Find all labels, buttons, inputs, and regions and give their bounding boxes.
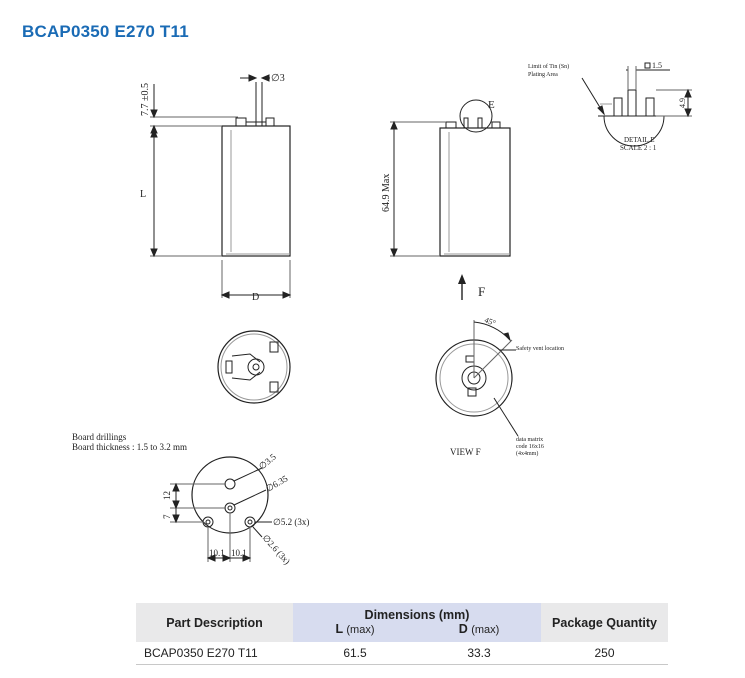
board-dim-101b: 10.1 — [231, 548, 247, 558]
arrow-view-label: F — [478, 284, 485, 299]
table-row: BCAP0350 E270 T11 61.5 33.3 250 — [136, 642, 668, 665]
detail-dim-width: 1.5 — [652, 61, 662, 70]
matrix-line1: data matrix — [516, 437, 543, 443]
board-dim-7: 7 — [162, 514, 172, 519]
board-dim-635: ∅6.35 — [264, 473, 290, 494]
matrix-line3: (4x4mm) — [516, 450, 538, 457]
side-view-right — [390, 99, 511, 300]
board-dim-52: ∅5.2 (3x) — [273, 517, 309, 527]
board-line1: Board drillings — [72, 432, 127, 442]
cell-part: BCAP0350 E270 T11 — [136, 642, 293, 665]
dimensions-table: Part Description Dimensions (mm) Package… — [136, 603, 668, 665]
col-d-unit: (max) — [471, 624, 500, 636]
detail-caption-line2: SCALE 2 : 1 — [620, 144, 657, 152]
top-view-left — [217, 330, 291, 404]
detail-e — [581, 62, 692, 147]
col-part-description: Part Description — [136, 603, 293, 642]
board-dim-26: ∅2.6 (3x) — [261, 533, 293, 567]
cell-d: 33.3 — [417, 642, 541, 665]
matrix-line2: code 16x16 — [516, 444, 544, 450]
side-view-left — [150, 74, 292, 299]
col-dimensions: Dimensions (mm) — [293, 603, 541, 622]
col-d-label: D — [458, 622, 468, 636]
dim-length: L — [140, 189, 146, 200]
dim-diameter: D — [252, 292, 259, 303]
board-dim-101a: 10.1 — [209, 548, 225, 558]
col-l-unit: (max) — [346, 624, 375, 636]
col-d: D (max) — [417, 622, 541, 642]
view-f-caption: VIEW F — [450, 447, 481, 457]
col-l-label: L — [335, 622, 343, 636]
technical-drawing: 7.7 ±0.5 ∅3 L D 64.9 Max E F Limit of Ti… — [72, 61, 692, 567]
cell-qty: 250 — [541, 642, 668, 665]
view-f — [435, 320, 519, 437]
board-drilling — [170, 456, 272, 562]
board-line2: Board thickness : 1.5 to 3.2 mm — [72, 442, 187, 452]
detail-marker: E — [488, 99, 495, 111]
angle-label: 45° — [483, 315, 497, 327]
safety-vent-label: Safety vent location — [516, 345, 564, 352]
board-dim-12: 12 — [162, 491, 172, 500]
tin-limit-line1: Limit of Tin (Sn) — [528, 63, 569, 70]
tin-limit-line2: Plating Area — [528, 72, 558, 78]
dim-pin-dia: ∅3 — [271, 73, 285, 84]
detail-dim-height: 4.9 — [678, 98, 687, 108]
cell-l: 61.5 — [293, 642, 417, 665]
detail-caption-line1: DETAIL E — [624, 136, 654, 144]
board-dim-35: ∅3.5 — [257, 451, 278, 471]
dim-pin-height: 7.7 ±0.5 — [140, 83, 151, 116]
dim-max-height: 64.9 Max — [381, 174, 392, 212]
page-title: BCAP0350 E270 T11 — [22, 22, 189, 41]
col-package-quantity: Package Quantity — [541, 603, 668, 642]
col-l: L (max) — [293, 622, 417, 642]
